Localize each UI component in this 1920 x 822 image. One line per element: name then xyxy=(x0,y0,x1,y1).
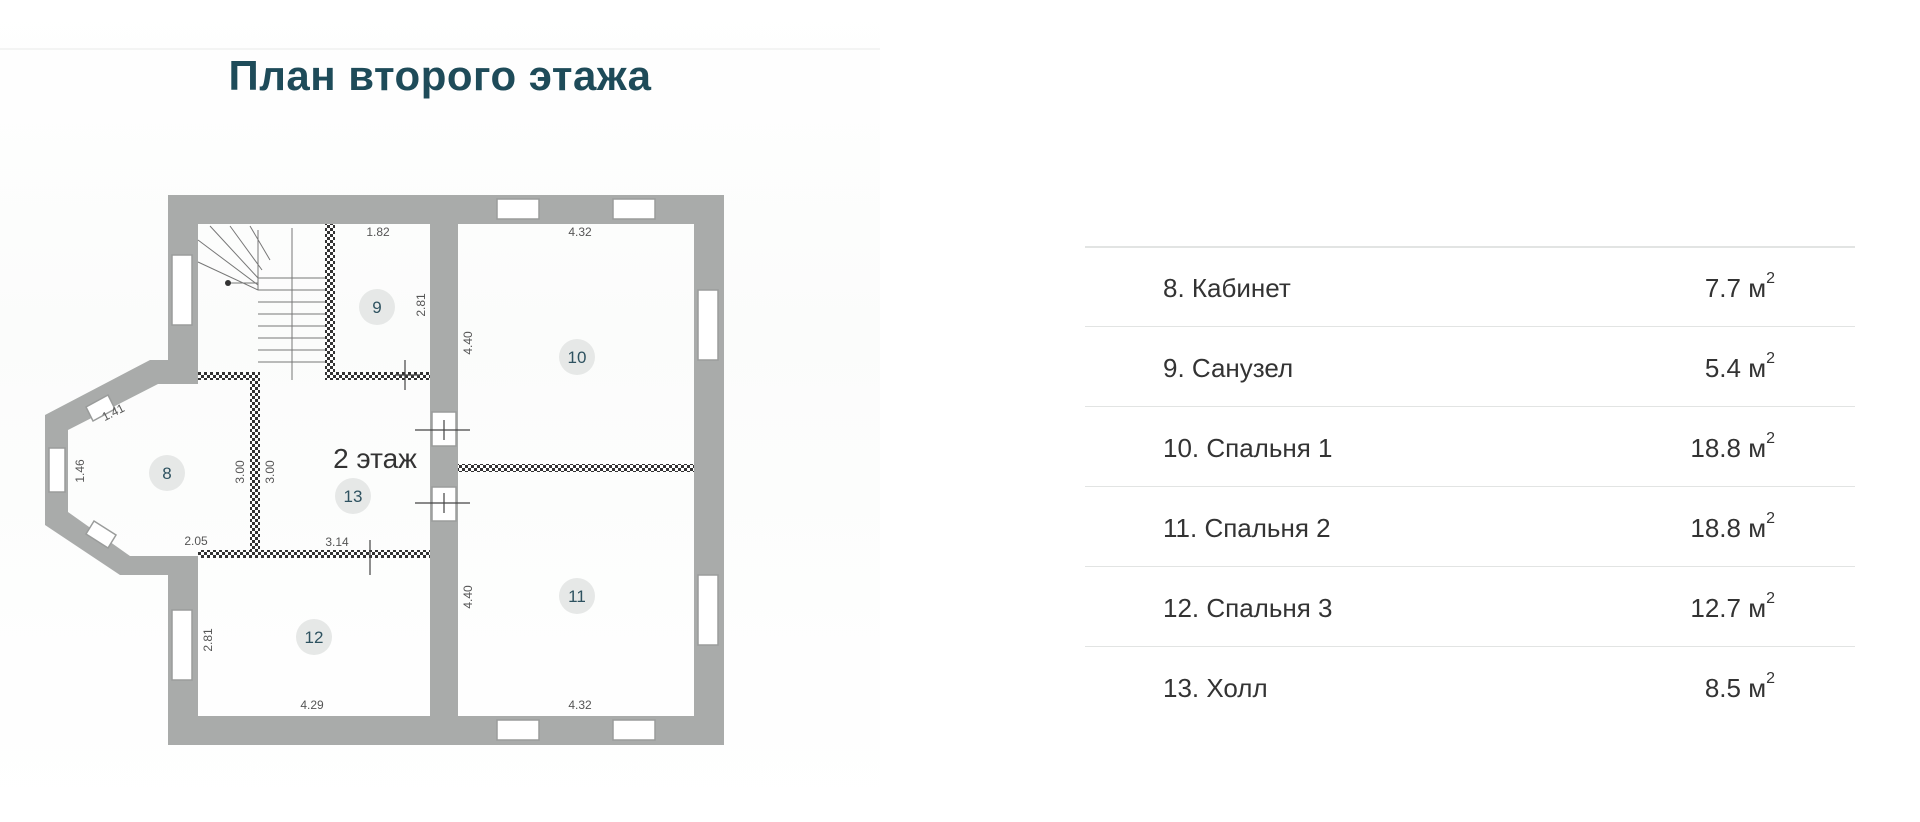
dim-10-width: 4.32 xyxy=(568,225,592,239)
legend-row: 13. Холл 8.5 м2 xyxy=(1085,646,1855,726)
room-number-13: 13 xyxy=(344,487,363,506)
dim-12-width: 4.29 xyxy=(300,698,324,712)
room-name: 10. Спальня 1 xyxy=(1163,433,1333,463)
windows xyxy=(48,198,719,741)
room-name: 13. Холл xyxy=(1163,673,1268,703)
room-number-8: 8 xyxy=(162,464,171,483)
dim-10-height: 4.40 xyxy=(461,331,475,355)
room-number-12: 12 xyxy=(305,628,324,647)
dim-13-side: 3.00 xyxy=(263,460,277,484)
room-name: 8. Кабинет xyxy=(1163,273,1291,303)
page-title: План второго этажа xyxy=(228,52,652,99)
room-badges xyxy=(149,289,595,655)
legend-row: 8. Кабинет 7.7 м2 xyxy=(1085,246,1855,326)
room-name: 9. Санузел xyxy=(1163,353,1294,383)
room-area: 18.8 м2 xyxy=(1690,430,1775,463)
door-marks xyxy=(369,360,470,575)
legend-row: 9. Санузел 5.4 м2 xyxy=(1085,326,1855,406)
dim-12-height: 2.81 xyxy=(201,628,215,652)
dim-8-side: 3.00 xyxy=(233,460,247,484)
room-legend: 8. Кабинет 7.7 м2 9. Санузел 5.4 м2 10. … xyxy=(1085,246,1855,726)
room-area: 18.8 м2 xyxy=(1690,510,1775,543)
room-number-9: 9 xyxy=(372,298,381,317)
room-area: 7.7 м2 xyxy=(1704,270,1775,303)
room-name: 12. Спальня 3 xyxy=(1163,593,1333,623)
dim-11-height: 4.40 xyxy=(461,585,475,609)
room-area: 12.7 м2 xyxy=(1690,590,1775,623)
stair-marker xyxy=(225,280,231,286)
room-number-11: 11 xyxy=(568,587,586,606)
room-name: 11. Спальня 2 xyxy=(1163,513,1331,543)
stairs xyxy=(197,225,325,380)
dim-11-width: 4.32 xyxy=(568,698,592,712)
dim-8-width: 2.05 xyxy=(184,534,208,548)
plan-panel: План второго этажа xyxy=(0,0,880,822)
legend-row: 10. Спальня 1 18.8 м2 xyxy=(1085,406,1855,486)
dim-9-width: 1.82 xyxy=(366,225,390,239)
divider xyxy=(0,48,880,50)
interior-walls xyxy=(430,224,458,716)
legend-divider xyxy=(1085,246,1855,248)
room-number-10: 10 xyxy=(568,348,587,367)
legend-row: 11. Спальня 2 18.8 м2 xyxy=(1085,486,1855,566)
dim-8-height: 1.46 xyxy=(73,459,87,483)
dim-13-width: 3.14 xyxy=(325,535,349,549)
partitions xyxy=(198,224,694,558)
dim-9-height: 2.81 xyxy=(414,293,428,317)
room-area: 5.4 м2 xyxy=(1704,350,1775,383)
legend-row: 12. Спальня 3 12.7 м2 xyxy=(1085,566,1855,646)
room-area: 8.5 м2 xyxy=(1704,670,1775,703)
floor-label: 2 этаж xyxy=(333,443,417,474)
floor-plan: 9 10 8 13 11 12 2 этаж 1.82 4.32 2.81 4.… xyxy=(45,195,724,745)
